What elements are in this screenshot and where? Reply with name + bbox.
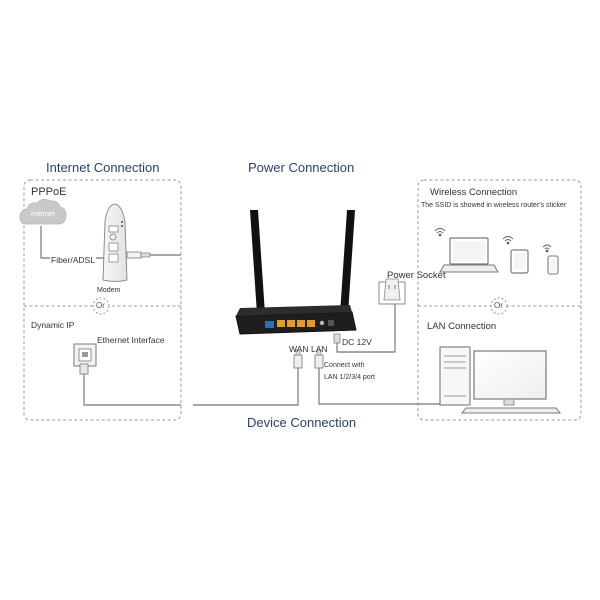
tablet-icon: [510, 249, 529, 274]
wan-cable: [193, 368, 299, 406]
modem-plug-icon: [126, 251, 151, 259]
lan-port-4-icon: [307, 320, 315, 327]
modem-icon: [102, 203, 128, 282]
laptop-icon: [439, 237, 499, 273]
lan-port-1-icon: [277, 320, 285, 327]
right-or-label: Or: [494, 301, 503, 310]
power-socket-label: Power Socket: [387, 270, 446, 281]
modem-label: Modem: [97, 287, 121, 294]
power-adapter-icon: [378, 278, 406, 305]
lan-port-3-icon: [297, 320, 305, 327]
ssid-note-label: The SSID is showed in wireless router's …: [421, 202, 567, 209]
internet-connection-heading: Internet Connection: [46, 160, 160, 175]
monitor-icon: [473, 350, 547, 406]
power-connection-heading: Power Connection: [248, 160, 355, 175]
wan-port-icon: [265, 321, 274, 328]
wireless-connection-label: Wireless Connection: [430, 187, 518, 198]
tablet-wifi-icon: [502, 236, 514, 245]
dc-plug-icon: [333, 333, 341, 344]
ethernet-interface-label: Ethernet Interface: [97, 335, 165, 345]
lan-ports-label: LAN 1/2/3/4 port: [324, 374, 375, 381]
lan-label: LAN: [311, 344, 328, 354]
keyboard-icon: [460, 407, 562, 414]
internet-or-circle: [92, 297, 110, 315]
lan-plug-icon: [314, 349, 324, 369]
connect-with-label: Connect with: [324, 362, 365, 369]
dynamic-ip-label: Dynamic IP: [31, 320, 75, 330]
internet-cloud-label: Internet: [31, 211, 55, 218]
right-connection-panel: [417, 179, 582, 421]
wan-label: WAN: [289, 344, 309, 354]
pc-tower-icon: [439, 346, 471, 406]
device-connection-heading: Device Connection: [247, 415, 357, 430]
internet-connection-panel: [23, 179, 182, 421]
phone-icon: [547, 255, 559, 275]
router-icon: [235, 210, 357, 335]
internet-or-label: Or: [96, 301, 105, 310]
lan-port-2-icon: [287, 320, 295, 327]
ethernet-interface-cable: [83, 372, 181, 406]
laptop-wifi-icon: [434, 228, 446, 237]
right-or-circle: [490, 297, 508, 315]
fiber-cable: [40, 226, 112, 259]
phone-wifi-icon: [542, 244, 552, 253]
ethernet-wall-socket-icon: [73, 343, 97, 375]
wan-plug-icon: [293, 349, 303, 369]
fiber-adsl-label: Fiber/ADSL: [50, 255, 96, 265]
lan-cable: [318, 368, 418, 405]
lan-connection-label: LAN Connection: [427, 321, 497, 332]
dc-12v-label: DC 12V: [342, 337, 372, 347]
pppoe-label: PPPoE: [31, 186, 67, 198]
internet-cloud-icon: [19, 199, 67, 225]
